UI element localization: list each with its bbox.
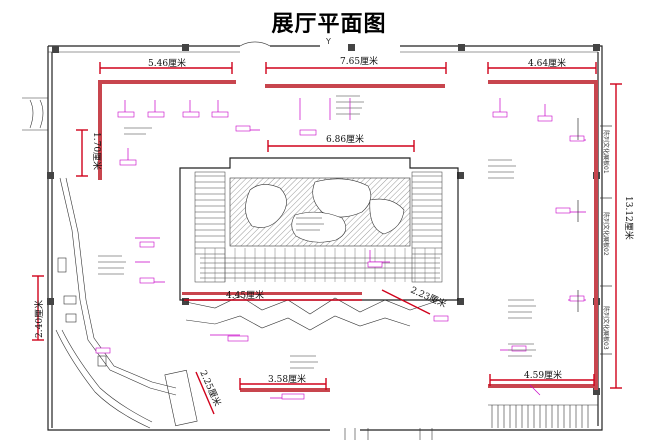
right-wall-label-3: 陈列文化展板03 bbox=[602, 306, 610, 350]
dim-left-lower: 2.40厘米 bbox=[33, 300, 45, 338]
right-panel-markers bbox=[577, 118, 612, 355]
exhibit-notes bbox=[98, 95, 536, 369]
display-walls bbox=[98, 80, 598, 392]
right-wall-label-1: 陈列文化展板01 bbox=[602, 130, 610, 174]
left-exhibit-path bbox=[55, 177, 198, 429]
dim-bottom-left-diag: 2.25厘米 bbox=[197, 368, 223, 408]
dim-left-upper: 1.70厘米 bbox=[91, 132, 103, 170]
floor-contour-2 bbox=[185, 315, 411, 331]
dim-bottom-center: 3.58厘米 bbox=[268, 373, 306, 385]
dim-right-vertical: 13.12厘米 bbox=[623, 196, 635, 240]
central-stage bbox=[179, 157, 459, 301]
entrance-marks bbox=[344, 428, 433, 440]
dim-top-center: 7.65厘米 bbox=[340, 55, 378, 67]
dimension-lines bbox=[32, 62, 622, 415]
dim-center-top: 6.86厘米 bbox=[326, 133, 364, 145]
dim-top-right: 4.64厘米 bbox=[528, 57, 566, 69]
dim-top-left: 5.46厘米 bbox=[148, 57, 186, 69]
right-wall-label-2: 陈列文化展板02 bbox=[602, 212, 610, 256]
bottom-steps bbox=[488, 404, 598, 428]
door-mark: Y bbox=[325, 37, 331, 46]
dim-center-mid: 4.45厘米 bbox=[226, 289, 264, 301]
floor-contour bbox=[185, 295, 441, 315]
annotation-boxes bbox=[95, 111, 585, 400]
page-title: 展厅平面图 bbox=[271, 12, 387, 37]
dim-bottom-right: 4.59厘米 bbox=[524, 369, 562, 381]
